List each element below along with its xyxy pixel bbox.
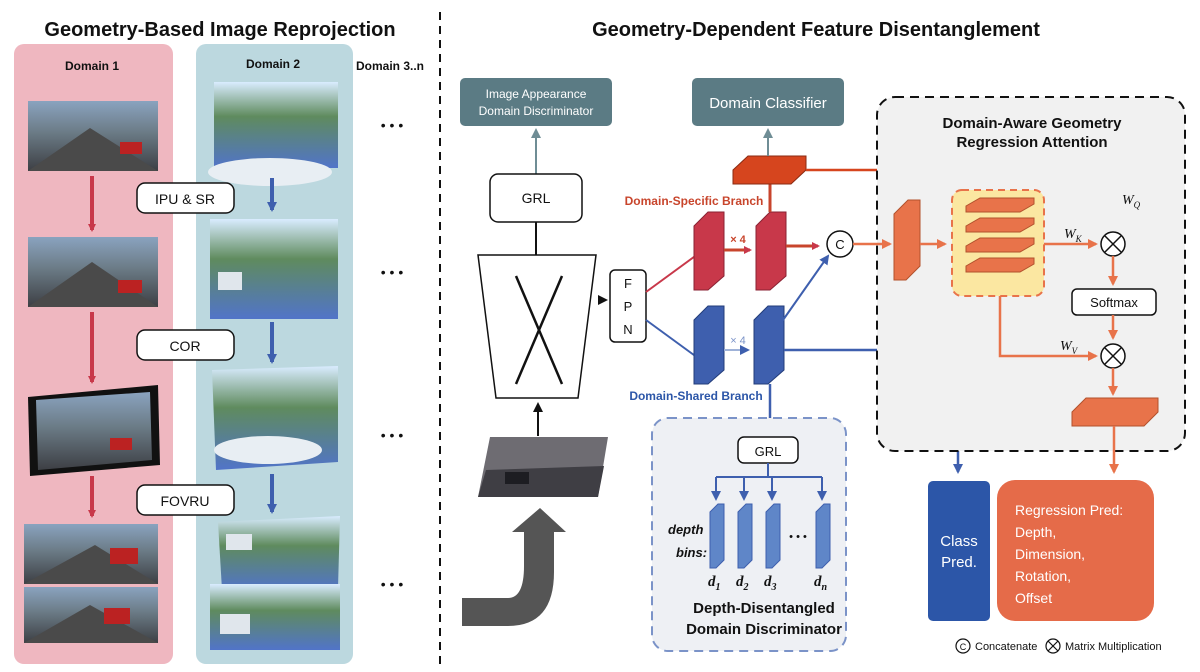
image-appearance-disc-line2: Domain Discriminator — [479, 104, 594, 118]
left-section-title: Geometry-Based Image Reprojection — [44, 19, 395, 41]
specific-block-1 — [693, 211, 725, 291]
input-image — [478, 437, 608, 497]
right-section-title: Geometry-Dependent Feature Disentangleme… — [592, 19, 1040, 41]
domain-shared-branch-label: Domain-Shared Branch — [629, 389, 762, 403]
step-ipu-sr-box — [136, 182, 235, 214]
fpn-p: P — [624, 299, 633, 314]
class-pred-box — [928, 481, 990, 621]
depth-disc-title-line1: Depth-Disentangled — [693, 600, 835, 617]
specific-feature-block — [732, 155, 807, 185]
regression-pred-line5: Offset — [1015, 590, 1052, 606]
fpn-f: F — [624, 276, 632, 291]
bin-label-d2: d2 — [736, 574, 749, 593]
depth-bins-label-1: depth — [668, 522, 703, 537]
domain1-image-2 — [28, 237, 158, 307]
ellipsis-2: • • • — [381, 264, 404, 280]
concat-node-label: C — [835, 237, 844, 252]
depth-bin-block-3 — [765, 503, 781, 569]
fpn-box — [609, 269, 647, 343]
regression-pred-box — [997, 480, 1154, 621]
step-fovru-box — [136, 484, 235, 516]
fused-feature-block — [893, 199, 921, 281]
domain2-label: Domain 2 — [246, 57, 300, 71]
depth-bins-label-2: bins: — [676, 545, 707, 560]
legend-concat-icon — [955, 638, 971, 654]
step-fovru-label: FOVRU — [161, 493, 210, 509]
legend-concat-icon-label: C — [960, 642, 967, 652]
depth-bin-dots: • • • — [789, 531, 807, 543]
domain-specific-branch-label: Domain-Specific Branch — [625, 194, 764, 208]
regression-pred-line4: Rotation, — [1015, 568, 1071, 584]
matmul-node-2-x-b — [1104, 347, 1122, 365]
legend-matmul-label: Matrix Multiplication — [1065, 641, 1162, 653]
domain1-label: Domain 1 — [65, 59, 119, 73]
matmul-node-1-x-b — [1104, 235, 1122, 253]
ellipsis-3: • • • — [381, 427, 404, 443]
bin-label-d3: d3 — [764, 574, 777, 593]
regression-pred-line3: Dimension, — [1015, 546, 1085, 562]
depth-feature-stack — [965, 197, 1035, 273]
domain1-image-4 — [24, 524, 158, 643]
specific-block-2 — [755, 211, 787, 291]
class-pred-line2: Pred. — [941, 554, 977, 571]
attention-title-line1: Domain-Aware Geometry — [943, 115, 1123, 132]
legend-matmul-x-b — [1047, 640, 1059, 652]
image-appearance-disc-line1: Image Appearance — [486, 87, 587, 101]
attention-output-block — [1071, 397, 1159, 427]
shared-times4: × 4 — [730, 335, 746, 347]
depth-bin-block-2 — [737, 503, 753, 569]
ellipsis-1: • • • — [381, 117, 404, 133]
fpn-to-shared-line — [645, 319, 699, 359]
depth-bin-block-n — [815, 503, 831, 569]
shared-block-1 — [693, 305, 725, 385]
domain2-image-3 — [212, 366, 338, 470]
stack-to-wv-arrow — [998, 296, 1098, 361]
regression-pred-line2: Depth, — [1015, 524, 1056, 540]
fpn-n: N — [623, 322, 632, 337]
domain-classifier-box — [692, 78, 844, 126]
input-flow-arrow — [462, 508, 566, 626]
wk-label: WK — [1064, 227, 1083, 244]
domain-classifier-label: Domain Classifier — [709, 95, 827, 112]
shared-to-concat-arrow — [775, 254, 830, 331]
attention-title-line2: Regression Attention — [956, 134, 1107, 151]
fpn-to-specific-line — [645, 253, 699, 293]
shared-block-2 — [753, 305, 785, 385]
domain1-image-1 — [28, 101, 158, 171]
grl-top-label: GRL — [522, 190, 551, 206]
backbone-cross-b — [514, 275, 564, 385]
image-appearance-discriminator-box — [460, 78, 612, 126]
step-ipu-sr-label: IPU & SR — [155, 191, 215, 207]
grl-bottom-label: GRL — [755, 444, 782, 459]
softmax-label: Softmax — [1090, 295, 1138, 310]
class-pred-line1: Class — [940, 533, 978, 550]
domain2-image-4 — [210, 516, 340, 650]
step-cor-box — [136, 329, 235, 361]
specific-times4: × 4 — [730, 234, 746, 246]
legend-concat-label: Concatenate — [975, 641, 1037, 653]
depth-disc-title-line2: Domain Discriminator — [686, 621, 842, 638]
domain2-image-1 — [208, 82, 338, 186]
domain3n-label: Domain 3..n — [356, 59, 424, 73]
depth-bin-block-1 — [709, 503, 725, 569]
domain1-image-3 — [28, 385, 160, 476]
bin-label-d1: d1 — [708, 574, 721, 593]
regression-pred-line1: Regression Pred: — [1015, 502, 1123, 518]
step-cor-label: COR — [169, 338, 200, 354]
wq-label: WQ — [1122, 193, 1141, 210]
ellipsis-4: • • • — [381, 576, 404, 592]
bin-label-dn: dn — [814, 574, 828, 593]
wv-label: WV — [1060, 339, 1079, 356]
domain2-image-2 — [210, 219, 338, 319]
